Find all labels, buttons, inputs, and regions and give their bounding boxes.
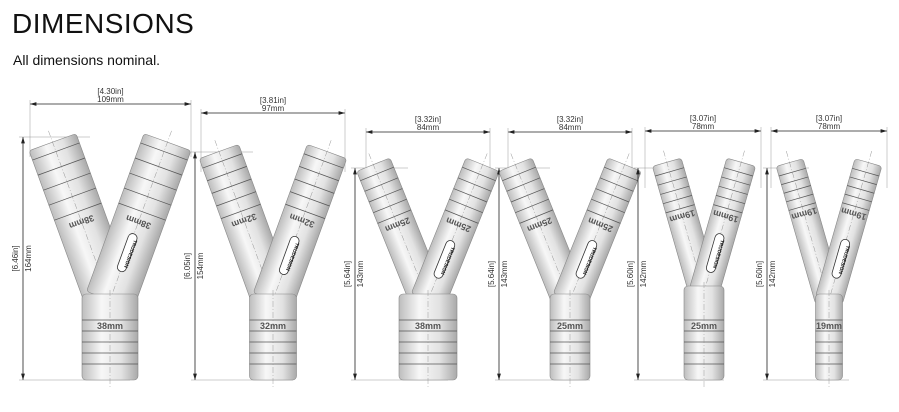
width-mm-label: 78mm [818,122,841,131]
width-inches-label: [3.07in] [690,114,716,123]
width-mm-label: 97mm [262,104,285,113]
center-line [569,153,630,301]
barb-rib [285,203,326,219]
arm-body [815,159,882,304]
page-subtitle: All dimensions nominal. [13,52,161,68]
brand-logo-badge [279,235,300,275]
barb-rib [220,203,261,219]
spigot-size-label: 32mm [260,321,286,331]
brand-logo-badge [705,233,725,273]
barb-rib [847,185,875,194]
brand-logo-badge [117,233,138,273]
center-line [272,140,332,301]
center-line [427,153,488,301]
width-mm-label: 84mm [559,123,582,132]
barb-rib [721,176,751,186]
height-mm-label: 143mm [500,260,509,287]
height-mm-label: 142mm [768,260,777,287]
barb-rib [289,191,330,207]
width-mm-label: 84mm [417,123,440,132]
center-line [510,153,571,301]
width-inches-label: [3.07in] [816,114,842,123]
y-fitting-4: [3.32in]84mm [5.64in] 143mm 25mm 25mmTRUDESI… [487,115,641,388]
height-inches-label: [5.60in] [626,261,635,287]
barb-rib [716,195,746,204]
height-inches-label: [6.05in] [183,253,192,279]
center-line [109,130,172,301]
height-inches-label: [5.64in] [343,261,352,287]
height-mm-label: 143mm [356,260,365,287]
barb-rib [118,202,166,221]
spigot-size-label: 19mm [816,321,842,331]
width-inches-label: [3.32in] [415,115,441,124]
barb-rib [783,185,811,194]
y-fitting-6: [3.07in]78mm [5.60in] 142mm 19mm 19mmTRUDESI… [755,114,888,388]
spigot-size-label: 25mm [691,321,717,331]
barb-rib [129,172,177,191]
spigot-size-label: 25mm [557,321,583,331]
center-line [214,140,274,301]
height-inches-label: [5.64in] [487,261,496,287]
center-line [368,153,429,301]
brand-logo-badge [433,240,456,279]
height-mm-label: 164mm [24,245,33,272]
height-inches-label: [6.46in] [11,245,20,271]
brand-logo-badge [575,240,598,279]
barb-rib [216,191,257,207]
brand-logo-badge [831,238,850,279]
height-inches-label: [5.60in] [755,261,764,287]
spigot-size-label: 38mm [97,321,123,331]
center-line [48,130,111,301]
width-mm-label: 78mm [692,122,715,131]
height-mm-label: 154mm [196,252,205,279]
barb-rib [662,195,692,204]
page-title: DIMENSIONS [12,8,195,39]
barb-rib [852,167,880,177]
width-mm-label: 109mm [97,95,124,104]
width-inches-label: [4.30in] [97,87,123,96]
barb-rib [778,167,806,177]
y-fitting-2: [3.81in]97mm [6.05in] 154mm 32mm 32mmTRUDESI… [183,96,347,388]
barb-rib [54,202,102,221]
height-mm-label: 142mm [639,260,648,287]
width-inches-label: [3.81in] [260,96,286,105]
barb-rib [657,176,687,186]
width-inches-label: [3.32in] [557,115,583,124]
outlet-spigot [683,285,725,381]
barb-rib [43,172,91,191]
spigot-size-label: 38mm [415,321,441,331]
